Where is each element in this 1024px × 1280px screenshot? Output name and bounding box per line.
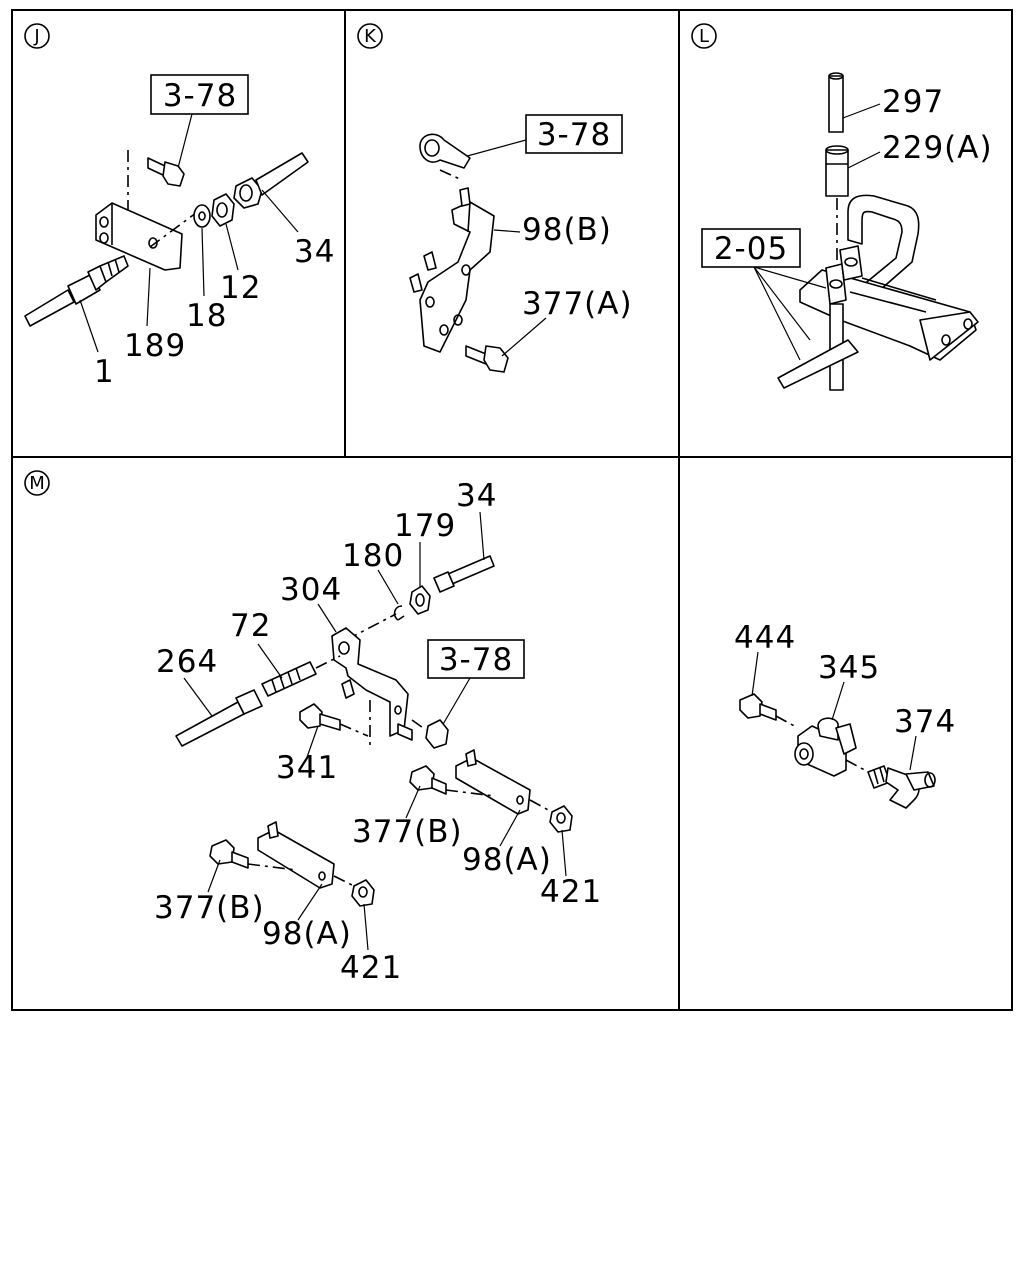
part-label: 421 bbox=[340, 950, 402, 986]
bolt-part bbox=[465, 345, 509, 373]
part-label: 98(A) bbox=[462, 842, 552, 878]
panel-l: L bbox=[691, 23, 993, 391]
part-label: 179 bbox=[394, 508, 456, 544]
reference-3-78: 3-78 bbox=[439, 642, 513, 678]
part-label: 374 bbox=[894, 704, 956, 740]
part-label: 98(A) bbox=[262, 916, 352, 952]
part-label: 444 bbox=[734, 620, 796, 656]
connector-part bbox=[825, 145, 849, 197]
part-label: 12 bbox=[220, 270, 261, 306]
bolt-part bbox=[209, 839, 249, 869]
part-label: 264 bbox=[156, 644, 218, 680]
frame-part bbox=[799, 269, 979, 361]
reference-box bbox=[525, 114, 623, 154]
clip-part bbox=[419, 133, 471, 169]
bolt-part bbox=[147, 157, 185, 187]
part-label: 189 bbox=[124, 328, 186, 364]
nut-part bbox=[351, 879, 375, 907]
panel-key-j: J bbox=[33, 26, 39, 47]
elbow-fitting-part bbox=[867, 765, 936, 809]
washer-part bbox=[193, 204, 211, 228]
pipe-part bbox=[233, 152, 309, 209]
panel-m: M 3-78 bbox=[24, 470, 602, 986]
clip-part bbox=[393, 605, 403, 621]
panel-key-circle bbox=[24, 23, 50, 49]
panel-j: J 3-78 bbox=[24, 23, 335, 390]
hose-part bbox=[175, 689, 263, 747]
nut-part bbox=[397, 719, 449, 749]
panel-k: K 3-78 98(B) 377(A) bbox=[357, 23, 633, 373]
part-label: 377(B) bbox=[352, 814, 463, 850]
reference-3-78: 3-78 bbox=[537, 117, 611, 153]
pipe-part bbox=[828, 72, 844, 133]
bolt-part bbox=[299, 703, 341, 731]
nut-part bbox=[409, 585, 431, 615]
part-label: 304 bbox=[280, 572, 342, 608]
panel-key-circle bbox=[691, 23, 717, 49]
part-label: 421 bbox=[540, 874, 602, 910]
fitting-part bbox=[825, 245, 863, 305]
bracket-part bbox=[409, 187, 495, 353]
part-label: 180 bbox=[342, 538, 404, 574]
reference-box bbox=[427, 639, 525, 679]
reference-box bbox=[701, 228, 801, 268]
bracket-part bbox=[455, 749, 531, 815]
part-label: 229(A) bbox=[882, 130, 993, 166]
bracket-part bbox=[95, 202, 183, 271]
pipe-part bbox=[777, 339, 859, 389]
panel-key-circle bbox=[357, 23, 383, 49]
bolt-part bbox=[739, 693, 777, 721]
reference-3-78: 3-78 bbox=[163, 78, 237, 114]
part-label: 72 bbox=[230, 608, 271, 644]
bolt-part bbox=[409, 765, 447, 795]
panel-key-m: M bbox=[29, 473, 45, 494]
part-label: 297 bbox=[882, 84, 944, 120]
part-label: 345 bbox=[818, 650, 880, 686]
hose-part bbox=[24, 255, 129, 327]
panel-tee-fitting: 444 345 374 bbox=[734, 620, 956, 809]
bracket-part bbox=[331, 627, 409, 737]
part-label: 98(B) bbox=[522, 212, 612, 248]
part-label: 341 bbox=[276, 750, 338, 786]
part-label: 34 bbox=[294, 234, 335, 270]
part-label: 1 bbox=[94, 354, 115, 390]
part-label: 377(A) bbox=[522, 286, 633, 322]
pipe-part bbox=[433, 555, 495, 593]
bracket-part bbox=[257, 821, 335, 889]
nut-part bbox=[549, 805, 573, 833]
reference-2-05: 2-05 bbox=[714, 231, 788, 267]
nut-part bbox=[211, 193, 235, 227]
panel-frames bbox=[11, 9, 1013, 1011]
tee-fitting-part bbox=[794, 717, 857, 777]
stud-part bbox=[261, 661, 317, 697]
panel-key-k: K bbox=[364, 26, 377, 47]
reference-box bbox=[150, 74, 249, 115]
panel-key-circle bbox=[24, 470, 50, 496]
panel-key-l: L bbox=[699, 26, 709, 47]
part-label: 34 bbox=[456, 478, 497, 514]
part-label: 18 bbox=[186, 298, 227, 334]
part-label: 377(B) bbox=[154, 890, 265, 926]
